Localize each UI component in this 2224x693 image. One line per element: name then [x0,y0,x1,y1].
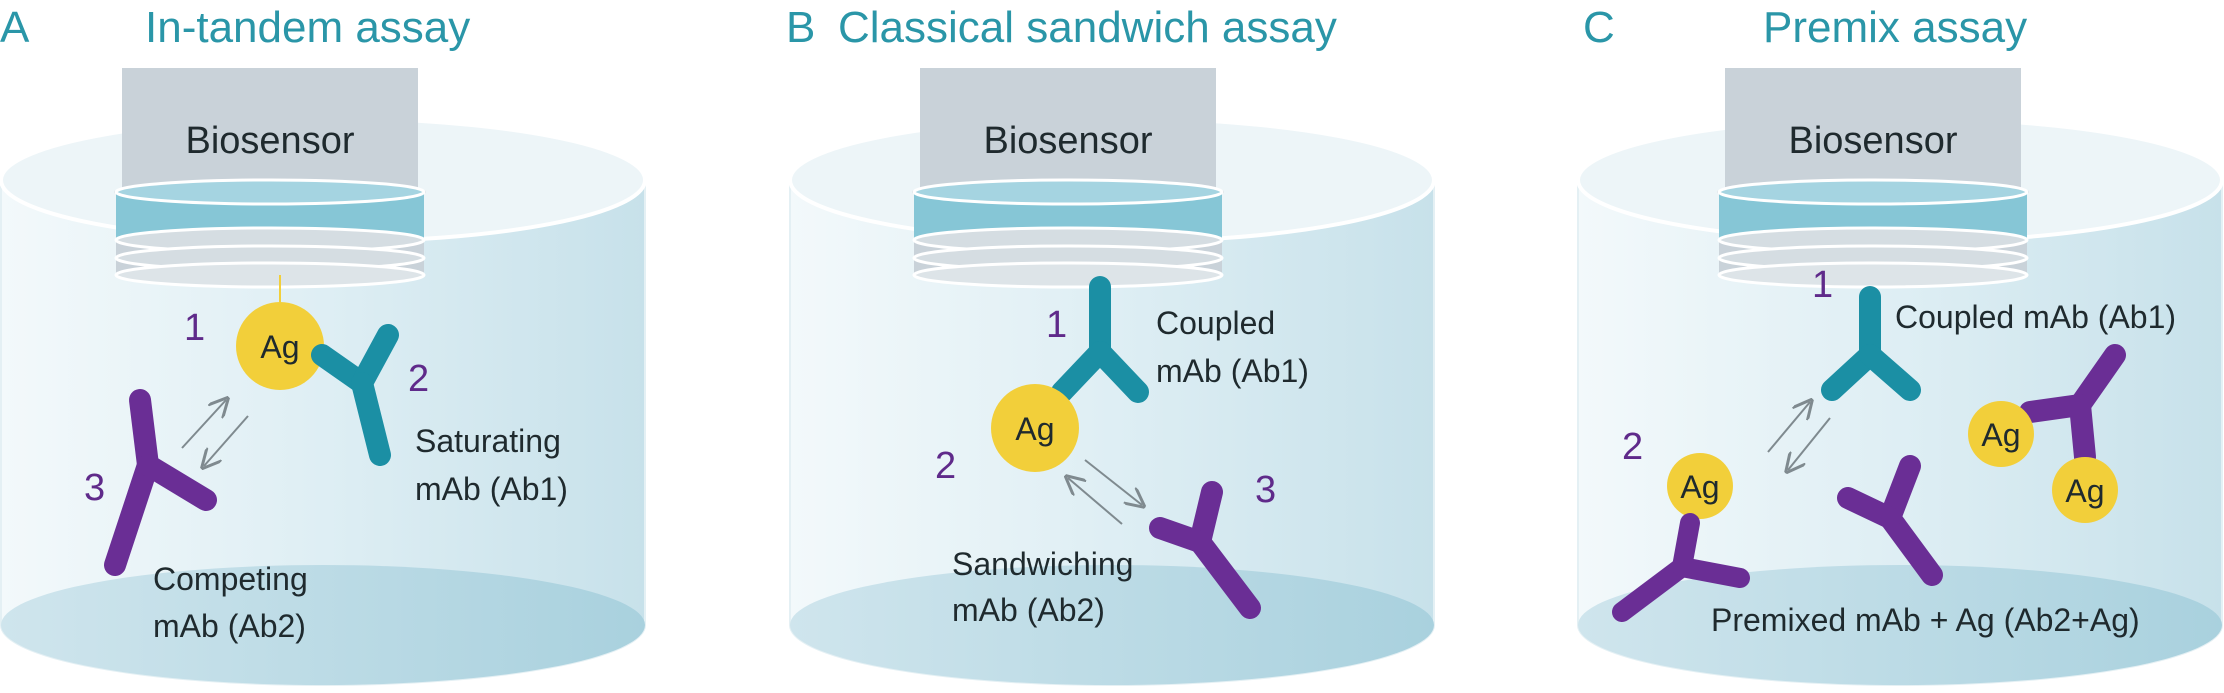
panel-letter-b: B [786,3,815,52]
step-3-a: 3 [84,467,105,509]
panel-letter-a: A [0,3,30,52]
saturating-label-2: mAb (Ab1) [415,471,568,507]
antigen-b [991,384,1079,472]
step-3-b: 3 [1255,469,1276,511]
biosensor-label-b: Biosensor [984,120,1153,162]
panel-letter-c: C [1583,3,1615,52]
antigen-label-c-right-1: Ag [1981,417,2020,453]
arrow-up-a [181,400,226,449]
saturating-antibody [311,324,399,466]
biosensor-a [112,66,428,289]
saturating-label-1: Saturating [415,423,561,459]
coupled-label-c: Coupled mAb (Ab1) [1895,299,2176,335]
arrow-down-b [1084,459,1142,505]
biosensor-c [1715,66,2031,289]
arrow-up-c [1767,402,1810,453]
step-1-c: 1 [1812,264,1833,306]
step-1-b: 1 [1046,304,1067,346]
competing-label-1: Competing [153,561,308,597]
premixed-label-c: Premixed mAb + Ag (Ab2+Ag) [1711,602,2140,638]
panel-title-a: In-tandem assay [145,3,470,52]
competing-antibody [104,389,217,576]
antigen-label-c-right-2: Ag [2065,473,2104,509]
coupled-antibody-b [1051,276,1149,403]
sandwiching-label-1: Sandwiching [952,546,1133,582]
biosensor-label-c: Biosensor [1789,120,1958,162]
antigen-c-left [1667,453,1733,519]
premixed-antibody-left [1612,513,1750,622]
coupled-antibody-c [1821,286,1921,401]
antigen-c-right-2 [2052,457,2118,523]
sandwiching-label-2: mAb (Ab2) [952,592,1105,628]
biosensor-label-a: Biosensor [186,120,355,162]
step-2-c: 2 [1622,426,1643,468]
step-2-a: 2 [408,358,429,400]
sandwiching-antibody [1149,481,1261,619]
arrow-up-b [1068,478,1123,525]
antigen-c-right-1 [1968,401,2034,467]
panel-a: A In-tandem assay Biosensor Ag 1 2 3 Sat… [0,3,647,687]
step-1-a: 1 [184,307,205,349]
premixed-antibody-right [2019,344,2126,468]
biosensor-b [910,66,1226,289]
panel-title-b: Classical sandwich assay [838,3,1337,52]
antigen-label-c-left: Ag [1680,469,1719,505]
panel-c: C Premix assay Biosensor Ag [1576,3,2224,687]
antigen-label-b: Ag [1015,411,1054,447]
step-2-b: 2 [935,445,956,487]
arrow-down-c [1788,417,1831,470]
antigen-a [236,302,324,390]
panel-b: B Classical sandwich assay Biosensor Ag … [786,3,1436,687]
arrow-down-a [204,415,249,466]
free-antibody-c [1837,455,1943,586]
panel-title-c: Premix assay [1763,3,2027,52]
antigen-label-a: Ag [260,329,299,365]
competing-label-2: mAb (Ab2) [153,608,306,644]
coupled-label-2-b: mAb (Ab1) [1156,353,1309,389]
coupled-label-1-b: Coupled [1156,305,1275,341]
